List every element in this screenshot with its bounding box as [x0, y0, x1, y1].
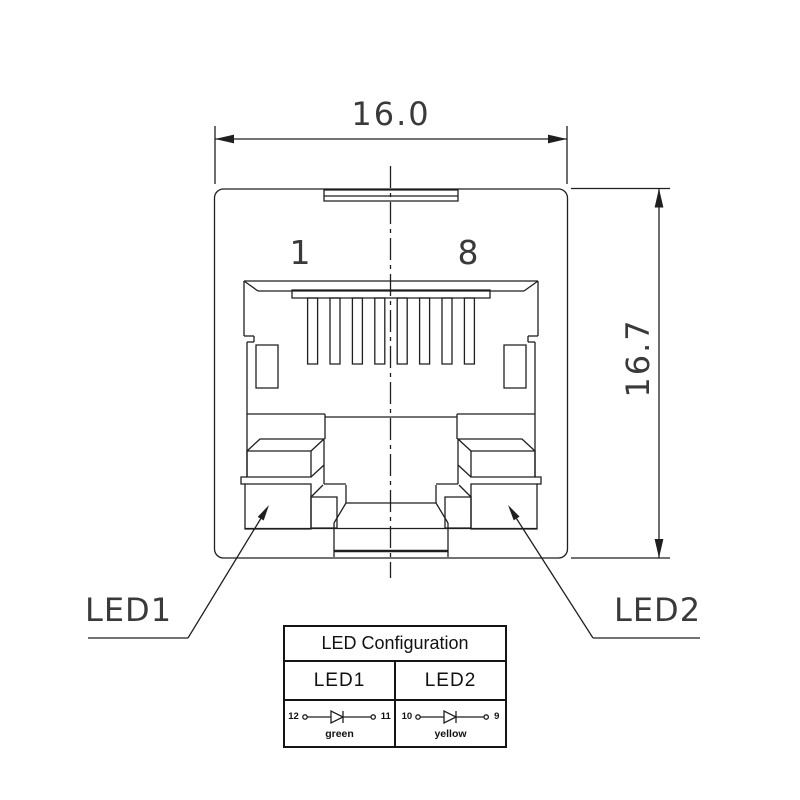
led-configuration-table: LED Configuration LED1 LED2 12 11	[283, 625, 507, 748]
dimension-width	[215, 126, 567, 184]
led2-diode-cell: 10 9 yellow	[394, 701, 505, 746]
led1-leader	[88, 505, 269, 638]
led-table-symbol-row: 12 11 green 10	[285, 701, 505, 746]
led1-color-label: green	[325, 727, 354, 740]
height-dimension-value: 16.7	[619, 318, 657, 398]
diode-icon	[301, 709, 376, 724]
led2-column-header: LED2	[394, 662, 505, 699]
pin-1-label: 1	[289, 233, 313, 272]
led-table-header-row: LED1 LED2	[285, 662, 505, 701]
led2-pin-from: 10	[401, 711, 413, 722]
led2-leader	[508, 505, 700, 638]
led-table-title: LED Configuration	[285, 627, 505, 662]
led1-pin-from: 12	[288, 711, 299, 722]
width-dimension-value: 16.0	[351, 95, 431, 133]
diode-icon	[415, 709, 490, 724]
latch-slot	[311, 484, 471, 528]
contact-comb	[292, 290, 490, 298]
side-window-right	[504, 345, 526, 388]
side-window-left	[256, 345, 278, 388]
contact-pins	[308, 298, 475, 364]
led1-column-header: LED1	[313, 669, 366, 691]
latch-tab	[334, 523, 448, 557]
led2-color-label: yellow	[434, 727, 467, 740]
led2-callout-label: LED2	[614, 591, 702, 629]
led1-diode-cell: 12 11 green	[285, 701, 394, 746]
pin-8-label: 8	[457, 233, 481, 272]
led1-callout-label: LED1	[85, 591, 173, 629]
dimension-height	[571, 189, 670, 559]
led1-pin-to: 11	[380, 711, 391, 722]
rj45-recess-outline	[244, 281, 538, 529]
led2-pin-to: 9	[494, 711, 500, 722]
